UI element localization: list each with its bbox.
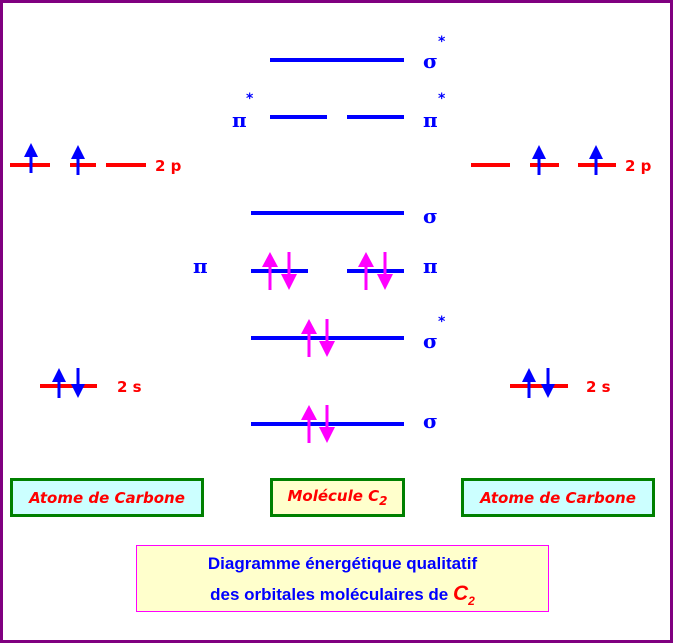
left-2s-label: 2 s (117, 378, 142, 396)
right-2p-label: 2 p (625, 157, 652, 175)
left-atom-label: Atome de Carbone (29, 488, 185, 507)
electron-up-arrow-icon (587, 143, 605, 177)
star-mark: * (438, 91, 446, 107)
right-atom-box: Atome de Carbone (461, 478, 655, 517)
right-atom-label: Atome de Carbone (480, 488, 636, 507)
right-2s-label: 2 s (586, 378, 611, 396)
electron-down-arrow-icon (69, 366, 87, 400)
star-mark: * (438, 314, 446, 330)
molecule-box: Molécule C2 (270, 478, 405, 517)
sigma-star-label: σ (423, 49, 438, 73)
mo-diagram: σ * π * π * σ π π σ * σ 2 p 2 p 2 s 2 s (10, 34, 652, 445)
title-line-1: Diagramme énergétique qualitatif (207, 554, 478, 573)
electron-up-arrow-icon (50, 366, 68, 400)
pi-star-label-left: π (232, 108, 247, 132)
title-line-2-text: des orbitales moléculaires de (210, 585, 449, 604)
sigma-2s-label: σ (423, 409, 438, 433)
molecule-subscript: 2 (379, 494, 388, 508)
star-mark: * (438, 34, 446, 50)
electron-up-arrow-icon (69, 143, 87, 177)
formula-subscript: 2 (468, 594, 475, 609)
molecule-label: Molécule C2 (287, 487, 387, 508)
molecule-text: Molécule C (287, 487, 380, 505)
pi-label-left: π (193, 254, 208, 278)
pi-star-label-right: π (423, 108, 438, 132)
formula-letter: C (452, 582, 469, 605)
electron-up-arrow-icon (530, 143, 548, 177)
sigma-star-2s-label: σ (423, 329, 438, 353)
electron-up-arrow-icon (520, 366, 538, 400)
title-formula: C2 (452, 582, 475, 609)
sigma-2p-label: σ (423, 204, 438, 228)
left-2p-label: 2 p (155, 157, 182, 175)
left-atom-box: Atome de Carbone (10, 478, 204, 517)
electron-up-arrow-icon (22, 141, 40, 175)
pi-label-right: π (423, 254, 438, 278)
star-mark: * (246, 91, 254, 107)
electron-down-arrow-icon (539, 366, 557, 400)
title-line-2: des orbitales moléculaires de C2 (137, 579, 548, 616)
diagram-title: Diagramme énergétique qualitatif des orb… (136, 545, 549, 612)
